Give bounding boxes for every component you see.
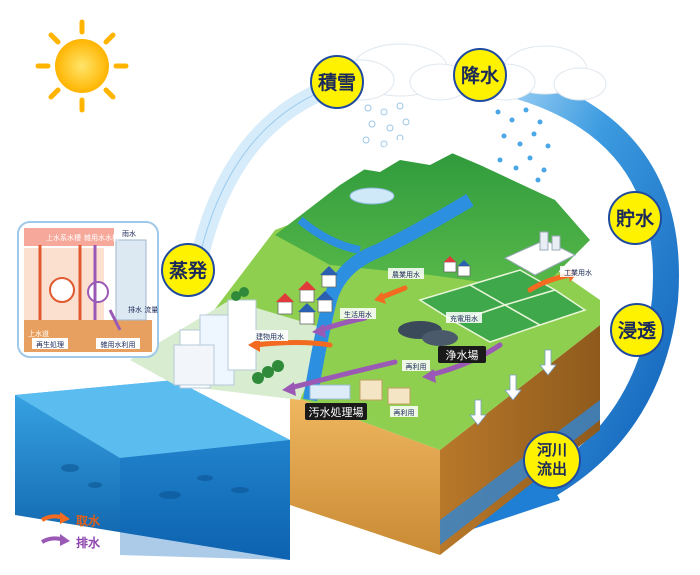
- sea-block: [15, 380, 290, 560]
- svg-text:流出: 流出: [537, 460, 567, 478]
- flow-agricultural: 農業用水: [392, 270, 420, 279]
- discharge-arrowheads: [282, 324, 436, 396]
- infiltration-arrows: [469, 349, 557, 426]
- legend-intake: 取水: [76, 513, 101, 528]
- svg-text:降水: 降水: [461, 64, 500, 87]
- inset-reclaim: 再生処理: [36, 340, 64, 349]
- trees: [231, 287, 284, 384]
- factory: [503, 231, 577, 276]
- inset-misc-water-tank: 雑用水水槽: [84, 233, 119, 242]
- city-buildings: [173, 299, 257, 389]
- flow-reuse-right: 再利用: [394, 408, 415, 417]
- flow-industrial: 工業用水: [564, 268, 592, 277]
- label-river-outflow: 河川 流出: [523, 431, 581, 489]
- svg-text:汚水処理場: 汚水処理場: [309, 406, 364, 419]
- label-snow: 積雪: [310, 55, 364, 109]
- inset-rain: 雨水: [122, 229, 136, 238]
- label-water-purification: 浄水場: [438, 346, 486, 363]
- houses: [276, 256, 471, 325]
- legend: 取水 排水: [40, 512, 101, 550]
- inset-tap-water-tank: 上水系水槽: [46, 233, 81, 242]
- inset-drain: 排水 流量: [128, 305, 158, 314]
- recycling-inset: [17, 221, 159, 358]
- flow-building: 建物用水: [256, 332, 284, 341]
- inset-misc-use: 雑用水利用: [101, 340, 136, 349]
- inset-water-supply: 上水道: [28, 329, 49, 338]
- svg-text:浄水場: 浄水場: [446, 348, 479, 362]
- svg-text:蒸発: 蒸発: [169, 259, 208, 282]
- sewage-plant: [309, 379, 411, 405]
- flow-domestic: 生活用水: [344, 310, 372, 319]
- label-storage: 貯水: [608, 191, 662, 245]
- label-infiltration: 浸透: [610, 303, 664, 357]
- label-evaporation: 蒸発: [161, 243, 215, 297]
- inset-labels: 上水系水槽 雑用水水槽 雨水 上水道 排水 流量 再生処理 雑用水利用: [28, 229, 158, 349]
- label-sewage-treatment: 汚水処理場: [305, 403, 367, 420]
- svg-text:河川: 河川: [537, 441, 567, 459]
- water-plant: [398, 321, 458, 346]
- flow-fill: 充電用水: [450, 314, 478, 323]
- snowfall: [362, 102, 410, 148]
- flow-labels: 農業用水 工業用水 生活用水 建物用水 再利用 充電用水 再利用: [252, 266, 596, 417]
- legend-discharge: 排水: [76, 535, 101, 550]
- sun-icon: [35, 19, 129, 113]
- svg-text:浸透: 浸透: [618, 320, 657, 342]
- label-rain: 降水: [453, 48, 507, 102]
- svg-text:積雪: 積雪: [318, 71, 356, 94]
- cycle-arc-right: [467, 62, 679, 502]
- svg-text:貯水: 貯水: [616, 207, 655, 230]
- flow-reuse-left: 再利用: [406, 362, 427, 371]
